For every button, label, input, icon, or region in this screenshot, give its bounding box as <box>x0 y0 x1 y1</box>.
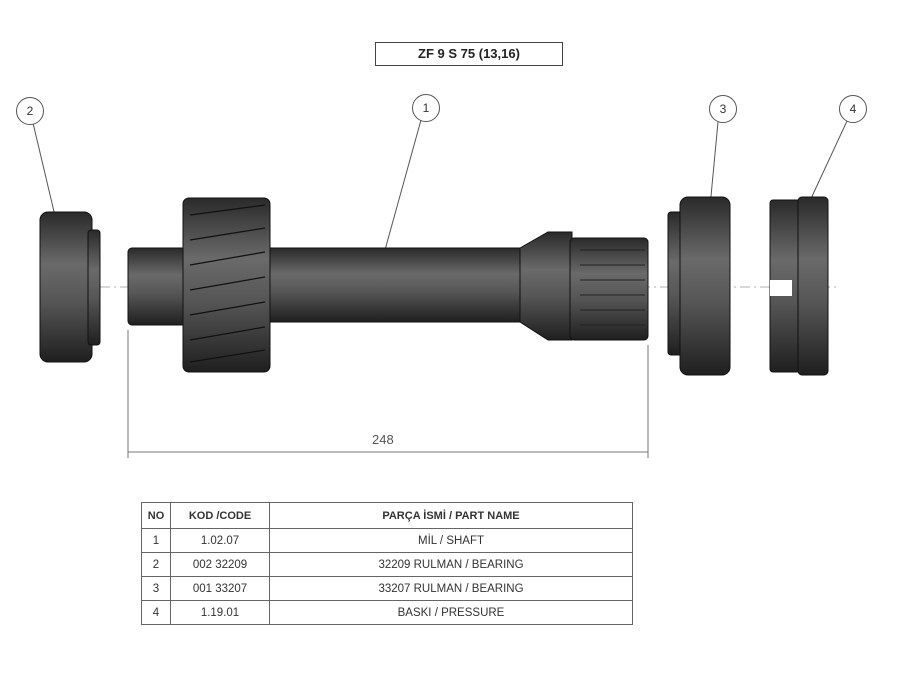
cell-no: 1 <box>141 528 171 553</box>
cell-code: 001 33207 <box>170 576 270 601</box>
dimension-label: 248 <box>372 432 394 447</box>
table-row: 4 1.19.01 BASKI / PRESSURE <box>141 600 633 625</box>
table-row: 2 002 32209 32209 RULMAN / BEARING <box>141 552 633 577</box>
cell-name: 33207 RULMAN / BEARING <box>269 576 633 601</box>
balloon-4: 4 <box>839 95 867 123</box>
shaft-1 <box>127 197 649 373</box>
parts-table: NO KOD /CODE PARÇA İSMİ / PART NAME 1 1.… <box>141 502 633 625</box>
cell-code: 1.02.07 <box>170 528 270 553</box>
table-header: NO KOD /CODE PARÇA İSMİ / PART NAME <box>141 502 633 529</box>
drawing-title: ZF 9 S 75 (13,16) <box>375 42 563 66</box>
table-row: 1 1.02.07 MİL / SHAFT <box>141 528 633 553</box>
header-part-name: PARÇA İSMİ / PART NAME <box>269 502 633 529</box>
balloon-3: 3 <box>709 95 737 123</box>
table-row: 3 001 33207 33207 RULMAN / BEARING <box>141 576 633 601</box>
pressure-ring-4 <box>769 196 829 376</box>
header-code: KOD /CODE <box>170 502 270 529</box>
cell-code: 1.19.01 <box>170 600 270 625</box>
cell-name: MİL / SHAFT <box>269 528 633 553</box>
dimension-line <box>127 330 649 458</box>
cell-name: BASKI / PRESSURE <box>269 600 633 625</box>
cell-name: 32209 RULMAN / BEARING <box>269 552 633 577</box>
cell-no: 3 <box>141 576 171 601</box>
cell-no: 2 <box>141 552 171 577</box>
balloon-1: 1 <box>412 94 440 122</box>
bearing-2 <box>39 211 101 363</box>
cell-no: 4 <box>141 600 171 625</box>
bearing-3 <box>667 196 731 376</box>
cell-code: 002 32209 <box>170 552 270 577</box>
balloon-2: 2 <box>16 97 44 125</box>
header-no: NO <box>141 502 171 529</box>
